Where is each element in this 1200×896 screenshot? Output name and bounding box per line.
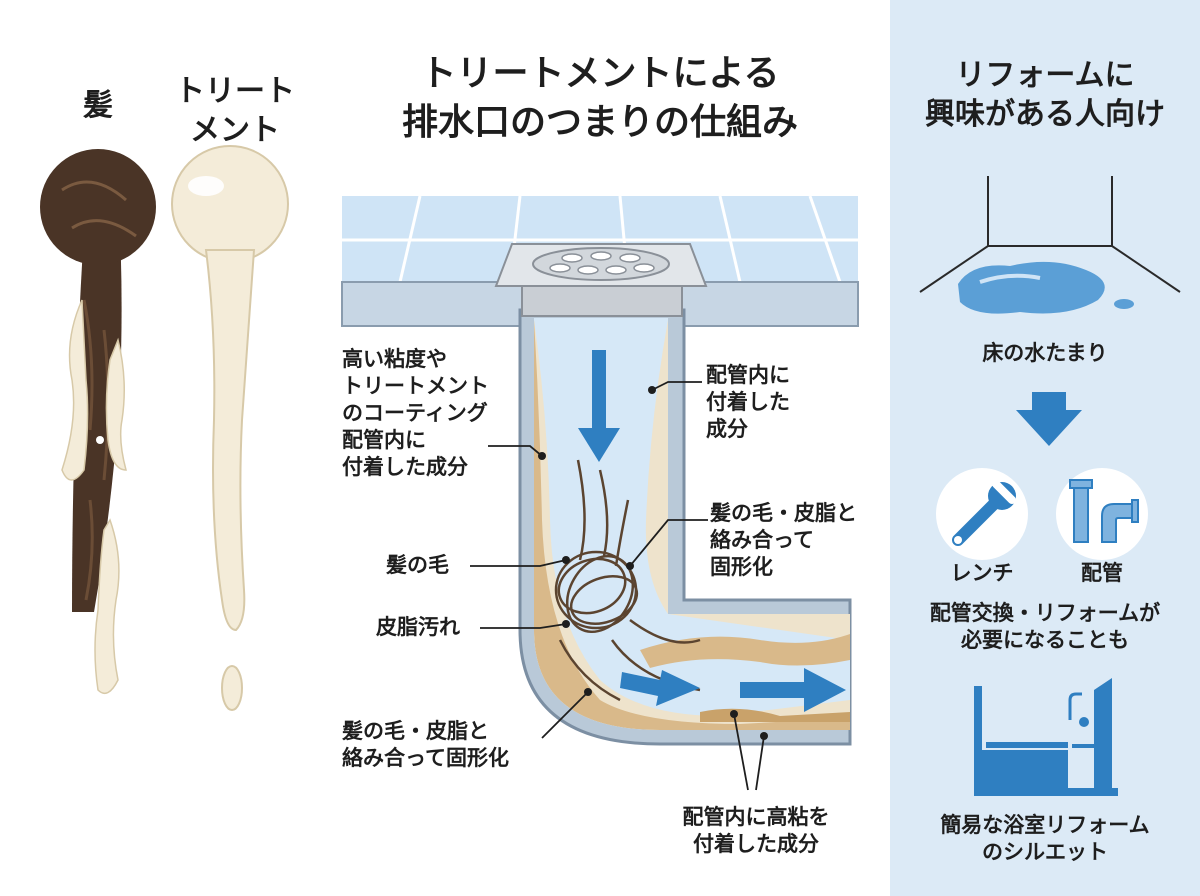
water-puddle-icon: [958, 261, 1134, 314]
label-coating: 高い粘度や トリートメント のコーティング 配管内に 付着した成分: [342, 347, 489, 479]
wrench-icon: [936, 468, 1028, 560]
label-sebum: 皮脂汚れ: [376, 615, 460, 639]
leader-bottom-a: [733, 713, 749, 791]
room-corner-lines: [919, 176, 1181, 293]
down-arrow-icon: [1016, 392, 1082, 446]
bathroom-silhouette-icon: [974, 678, 1118, 796]
label-hair: 髪の毛: [386, 553, 449, 577]
puddle-caption: 床の水たまり: [982, 341, 1108, 365]
hair-strand-illustration: [40, 149, 156, 695]
label-tangled-left: 髪の毛・皮脂と 絡み合って固形化: [342, 719, 509, 770]
pipe-icon: [1056, 468, 1148, 560]
treatment-label: トリート メント: [175, 74, 295, 148]
bath-caption: 簡易な浴室リフォーム のシルエット: [940, 813, 1150, 864]
leader-tangled-right: [629, 519, 708, 567]
label-bottom: 配管内に高粘を 付着した成分: [682, 805, 830, 856]
leader-pipe-top-right: [651, 381, 702, 391]
wrench-label: レンチ: [950, 561, 1014, 585]
reform-note: 配管交換・リフォームが 必要になることも: [929, 601, 1161, 652]
leader-coating: [488, 445, 543, 457]
pipe-label: 配管: [1081, 561, 1123, 585]
right-title: リフォームに 興味がある人向け: [925, 58, 1165, 132]
label-pipe-top-right: 配管内に 付着した 成分: [706, 363, 790, 441]
label-tangled-right: 髪の毛・皮脂と 絡み合って 固形化: [710, 501, 857, 579]
hair-label: 髪: [83, 88, 113, 123]
leader-tangled-left: [541, 691, 589, 739]
leader-hair: [470, 559, 567, 567]
treatment-drop-illustration: [171, 145, 289, 711]
drain-cross-section: [341, 195, 859, 746]
leader-sebum: [480, 623, 567, 629]
leader-bottom-b: [755, 735, 765, 791]
center-title: トリートメントによる 排水口のつまりの仕組み: [401, 53, 798, 143]
